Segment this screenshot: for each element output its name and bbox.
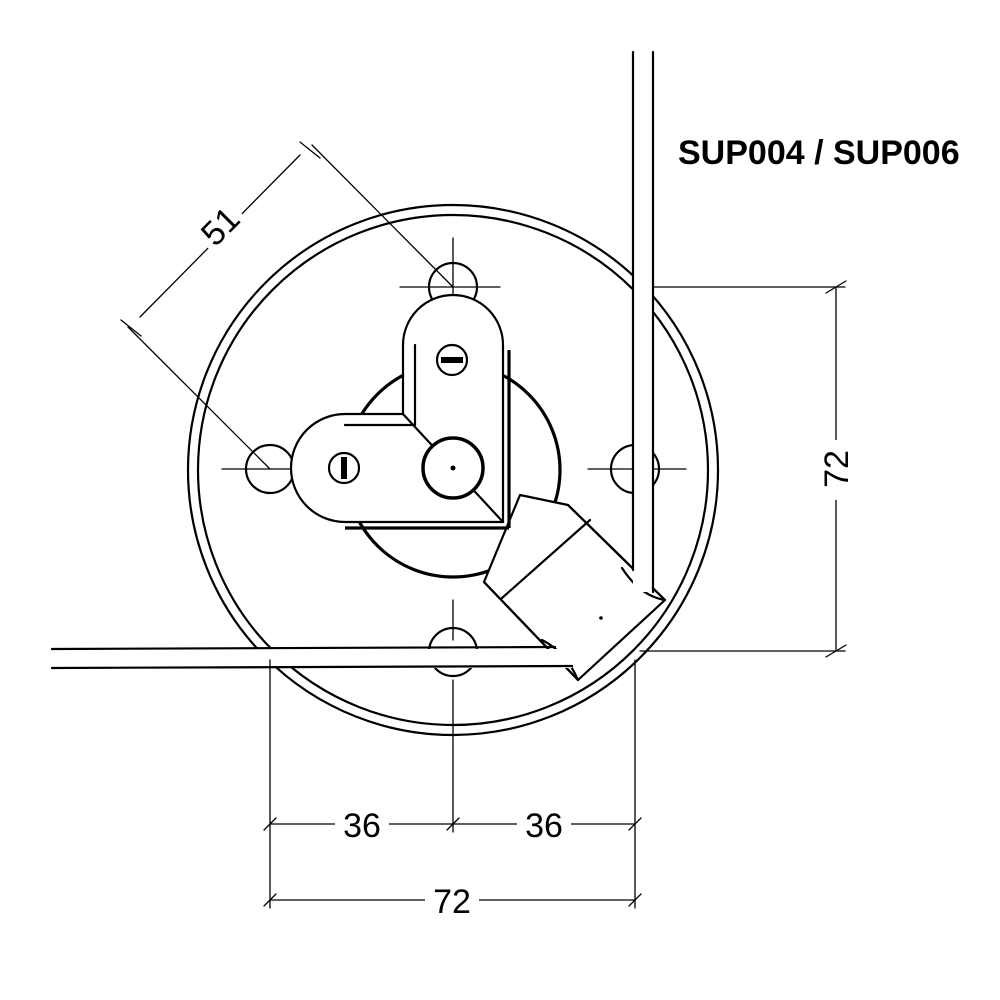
- dimension-label-72-vertical: 72: [818, 450, 856, 488]
- dimension-vertical: 72: [639, 280, 858, 658]
- l-bracket: [289, 293, 511, 530]
- screw-top: [435, 343, 469, 377]
- center-pivot: [421, 436, 485, 500]
- horizontal-rod: [50, 645, 574, 670]
- dimension-label-36-left: 36: [343, 807, 381, 845]
- dimension-bottom: 36 36 72: [263, 659, 642, 921]
- screw-left: [327, 451, 361, 485]
- vertical-rod: [631, 50, 655, 594]
- dimension-label-51: 51: [194, 200, 248, 254]
- dimension-label-36-right: 36: [525, 807, 563, 845]
- dimension-label-72-bottom: 72: [433, 883, 471, 921]
- drawing-title: SUP004 / SUP006: [678, 134, 960, 172]
